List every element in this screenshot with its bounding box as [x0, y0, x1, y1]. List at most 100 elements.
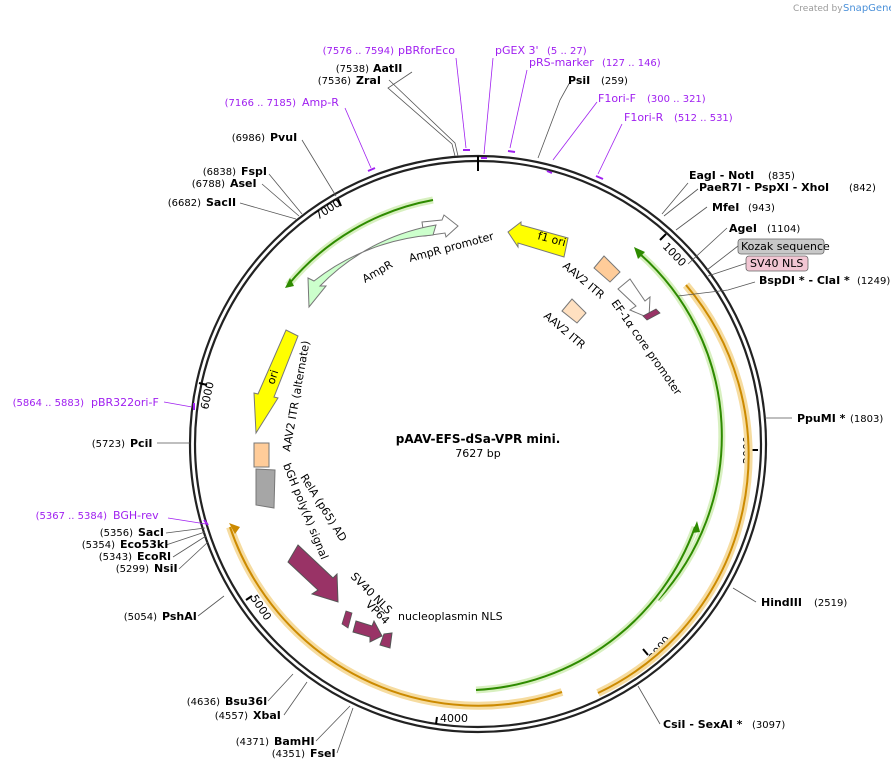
- site-zrai: ZraI: [356, 74, 381, 87]
- primer-pbrforeco-pos: (7576 .. 7594): [323, 46, 395, 57]
- site-nsii: NsiI: [154, 562, 178, 575]
- site-psii: PsiI: [568, 74, 590, 87]
- site-eagi-noti: EagI - NotI: [689, 169, 754, 182]
- watermark-brand: SnapGene: [843, 3, 891, 14]
- site-eagi-noti-pos: (835): [768, 171, 795, 182]
- site-bspdi-clai-pos: (1249): [857, 276, 890, 287]
- site-fspi: FspI: [241, 165, 267, 178]
- site-sacii-pos: (6682): [168, 198, 201, 209]
- site-leaders: [157, 71, 792, 754]
- site-fspi-pos: (6838): [203, 167, 236, 178]
- primer-pgex3: pGEX 3': [495, 44, 539, 57]
- feature-bgh-polya: [255, 468, 276, 509]
- feature-ampr: [307, 224, 437, 309]
- callout-sv40-nls-label: SV40 NLS: [750, 257, 803, 270]
- site-nsii-pos: (5299): [116, 564, 149, 575]
- primer-labels: (7576 .. 7594) pBRforEco pGEX 3' (5 .. 2…: [13, 44, 733, 522]
- site-saci: SacI: [138, 526, 164, 539]
- orf-arcs: [226, 196, 753, 710]
- site-eco53ki-pos: (5354): [82, 540, 115, 551]
- primer-f1ori-r: F1ori-R: [624, 111, 664, 124]
- tick-7000: 7000: [313, 196, 344, 222]
- tick-6000: 6000: [198, 381, 217, 411]
- plasmid-length: 7627 bp: [455, 447, 500, 460]
- site-ppumi: PpuMI *: [797, 412, 846, 425]
- site-saci-pos: (5356): [100, 528, 133, 539]
- callout-kozak: [737, 238, 825, 255]
- site-csii-sexai: CsiI - SexAI *: [663, 718, 743, 731]
- primer-pbr322ori-pos: (5864 .. 5883): [13, 398, 85, 409]
- callout-kozak-label: Kozak sequence: [741, 240, 830, 253]
- site-fsei: FseI: [310, 747, 336, 760]
- site-labels: (7538) AatII (7536) ZraI PsiI (259) (698…: [82, 62, 891, 760]
- site-agei-pos: (1104): [767, 224, 800, 235]
- site-mfei-pos: (943): [748, 203, 775, 214]
- label-ori: ori: [264, 368, 281, 386]
- primer-prs-marker: pRS-marker: [529, 56, 594, 69]
- site-xbai: XbaI: [253, 709, 281, 722]
- site-pcii: PciI: [130, 437, 152, 450]
- site-hindiii-pos: (2519): [814, 598, 847, 609]
- site-bamhi: BamHI: [274, 735, 315, 748]
- site-agei: AgeI: [729, 222, 757, 235]
- feature-ori: [253, 329, 299, 435]
- feature-nucleoplasmin-nls: [379, 632, 393, 649]
- site-eco53ki: Eco53kI: [120, 538, 168, 551]
- label-ampr: AmpR: [360, 258, 395, 286]
- primer-f1ori-f: F1ori-F: [598, 92, 636, 105]
- feature-ef1a-promoter: [617, 278, 651, 319]
- site-hindiii: HindIII: [761, 596, 802, 609]
- site-csii-sexai-pos: (3097): [752, 720, 785, 731]
- site-xbai-pos: (4557): [215, 711, 248, 722]
- feature-vp64: [352, 619, 383, 643]
- site-psii-pos: (259): [601, 76, 628, 87]
- site-mfei: MfeI: [712, 201, 739, 214]
- site-bsu36i-pos: (4636): [187, 697, 220, 708]
- site-aatii-pos: (7538): [336, 64, 369, 75]
- site-aatii: AatII: [373, 62, 402, 75]
- site-pvui-pos: (6986): [232, 133, 265, 144]
- callout-sv40-nls: [745, 255, 809, 272]
- feature-aav2-itr-2: [561, 298, 587, 324]
- feature-f1-ori: [507, 220, 569, 258]
- primer-pbr322ori: pBR322ori-F: [91, 396, 159, 409]
- primer-ampr: Amp-R: [302, 96, 339, 109]
- site-sacii: SacII: [206, 196, 236, 209]
- primer-bgh-rev-pos: (5367 .. 5384): [36, 511, 108, 522]
- primer-pgex3-pos: (5 .. 27): [547, 46, 587, 57]
- feature-callouts: Kozak sequence SV40 NLS: [706, 238, 830, 277]
- label-nucleoplasmin: nucleoplasmin NLS: [398, 610, 503, 623]
- primer-ampr-pos: (7166 .. 7185): [225, 98, 297, 109]
- site-zrai-pos: (7536): [318, 76, 351, 87]
- scale-ticks: 1000 2000 3000 4000 5000 6000 7000: [198, 196, 758, 725]
- site-pvui: PvuI: [270, 131, 297, 144]
- site-pshai-pos: (5054): [124, 612, 157, 623]
- plasmid-title: pAAV-EFS-dSa-VPR mini.: [396, 432, 561, 446]
- primer-bgh-rev: BGH-rev: [113, 509, 159, 522]
- site-pshai: PshAI: [162, 610, 197, 623]
- primer-pbrforeco: pBRforEco: [398, 44, 455, 57]
- site-bspdi-clai: BspDI * - ClaI *: [759, 274, 850, 287]
- watermark-prefix: Created by: [793, 4, 843, 14]
- site-paer7i-xhoi-pos: (842): [849, 183, 876, 194]
- feature-sv40-nls: [341, 610, 353, 629]
- site-ecori: EcoRI: [137, 550, 171, 563]
- primer-f1ori-f-pos: (300 .. 321): [647, 94, 706, 105]
- feature-aav2-itr-1: [593, 255, 621, 283]
- feature-rela-ad: [287, 544, 339, 603]
- primer-f1ori-r-pos: (512 .. 531): [674, 113, 733, 124]
- site-paer7i-xhoi: PaeR7I - PspXI - XhoI: [699, 181, 829, 194]
- site-bsu36i: Bsu36I: [225, 695, 267, 708]
- feature-arrows: [253, 214, 661, 649]
- feature-aav2-itr-alt: [253, 442, 270, 468]
- site-fsei-pos: (4351): [272, 749, 305, 760]
- site-ecori-pos: (5343): [99, 552, 132, 563]
- site-pcii-pos: (5723): [92, 439, 125, 450]
- site-bamhi-pos: (4371): [236, 737, 269, 748]
- site-asei: AseI: [230, 177, 257, 190]
- site-asei-pos: (6788): [192, 179, 225, 190]
- site-ppumi-pos: (1803): [850, 414, 883, 425]
- primer-leaders: [163, 57, 623, 526]
- tick-4000: 4000: [440, 712, 468, 725]
